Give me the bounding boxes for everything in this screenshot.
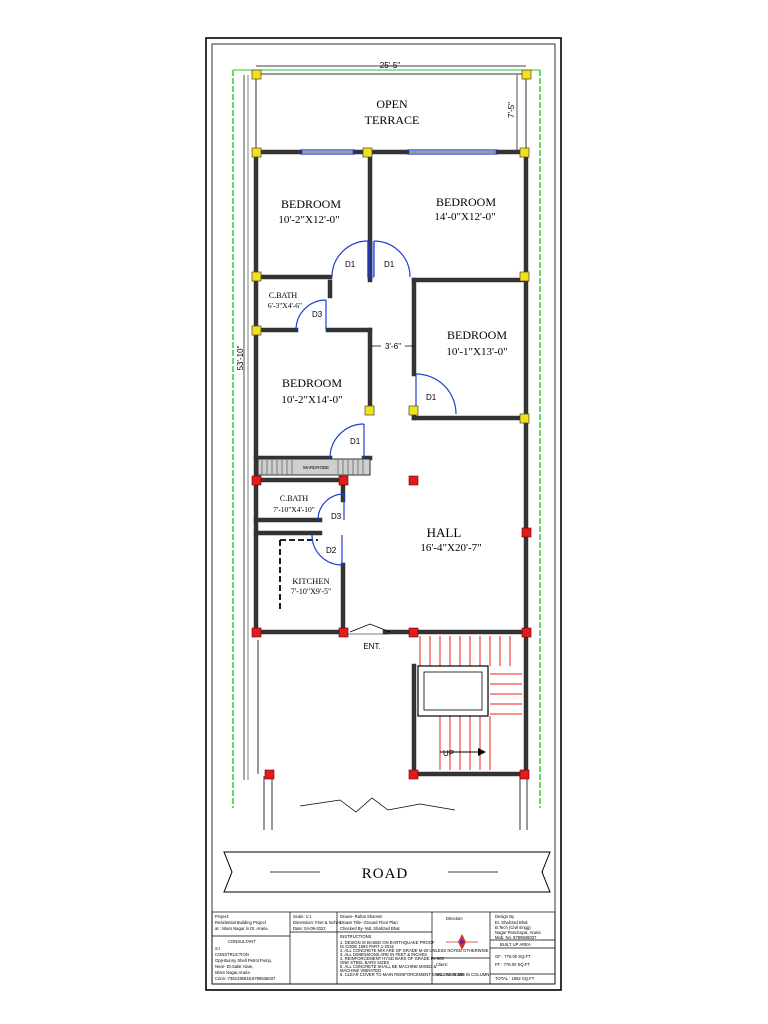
sheet-outer-border (205, 37, 562, 991)
width-dimension: 25'-5" (380, 61, 401, 70)
stair-treads (419, 636, 522, 770)
wardrobe (257, 458, 371, 476)
door-label-d1-d: D1 (350, 437, 361, 446)
built-up-head: BUILT UP AREA (500, 942, 531, 947)
door-label-d1-a: D1 (345, 260, 356, 269)
wardrobe-hatch (261, 460, 364, 474)
design-line1: Er. Shahzad Bhat (495, 920, 528, 925)
instr-9: 6. CLEAR COVER TO MAIN REINFORCEMENT SHA… (340, 972, 489, 977)
road-banner (223, 851, 551, 893)
kitchen-counter (279, 539, 318, 612)
instr-5: 4. REINFORCEMENT HYSD BARS OF GRADE Fe-5… (340, 956, 445, 961)
consultant-org1: S.I (215, 946, 220, 951)
cbath-upper-name: C.BATH (269, 291, 297, 300)
terrace-label-1: OPEN (376, 97, 408, 111)
consultant-head: CONSULTANT (228, 939, 256, 944)
cbath-lower-size: 7'-10"X4'-10" (273, 505, 315, 514)
sheet-inner-border (211, 43, 556, 985)
instr-8: MACHINE VIBRATED (340, 968, 381, 973)
columns-yellow (251, 69, 532, 424)
door-label-d2: D2 (326, 546, 337, 555)
project-head: Project: (215, 914, 229, 919)
columns-red (251, 475, 532, 780)
bedroom-top-left-size: 10'-2"X12'-0" (278, 214, 339, 226)
bedroom-top-right-name: BEDROOM (436, 195, 496, 209)
cbath-lower-name: C.BATH (280, 494, 308, 503)
bedroom-mid-right-name: BEDROOM (447, 328, 507, 342)
road-label: ROAD (362, 866, 409, 882)
design-line3: Nagar Panchayat, Araria (495, 930, 541, 935)
bedroom-top-left-name: BEDROOM (281, 197, 341, 211)
terrace-label-2: TERRACE (365, 113, 420, 127)
instr-3: 2. ALL CONCRETE MIX ARE OF GRADE M-20 UN… (340, 948, 489, 953)
door-label-d3-b: D3 (331, 512, 342, 521)
bedroom-top-right-size: 14'-0"X12'-0" (434, 211, 495, 223)
instr-7: 5. ALL CONCRETE SHALL BE MACHINE MIXED & (340, 964, 436, 969)
instr-2: IS CODE 1893 PART 1-2016 (340, 944, 394, 949)
gf-area: GF : 776.00 SQ.FT (495, 954, 531, 959)
checked-text: Checked By- Md. Shahzad Bhat (340, 926, 400, 931)
passage-dimension: 3'-6" (385, 342, 401, 351)
cbath-upper-size: 6'-3"X4'-6" (268, 301, 302, 310)
design-line2: B.Tech (Civil Engg) (495, 925, 531, 930)
consultant-addr2: Near- Dr.Sabir Alam, (215, 964, 253, 969)
dimension-text: Dimension: Feet & Inches (293, 920, 341, 925)
door-label-d1-b: D1 (384, 260, 395, 269)
consultant-addr3: Islam Nagar,Araria (215, 970, 250, 975)
date-text: Date: 04-09-2022 (293, 926, 326, 931)
gate-zigzag (299, 797, 456, 813)
terrace-dimension: 7'-5" (507, 102, 516, 118)
consultant-contact: Conn:-7352436818,8789636037 (215, 976, 276, 981)
instr-6: ONE STEEL BARS SIZES (340, 960, 389, 965)
direction-head: Direction (446, 916, 463, 921)
passage-dimension-bg (381, 340, 405, 351)
door-label-d3-a: D3 (312, 310, 323, 319)
project-line1: Residential Building Project (215, 920, 267, 925)
door-frame-center (367, 241, 374, 279)
ff-area: FF : 776.00 SQ.FT (495, 962, 530, 967)
instr-1: 1. DESIGN IS BASED ON EARTHQUAKE PROOF (340, 940, 435, 945)
stair-landing (417, 665, 489, 717)
consultant-org2: CONSTRUCTION (215, 952, 249, 957)
entrance-label: ENT. (363, 642, 380, 651)
design-line4: Mob. No. 8789636037 (495, 935, 537, 940)
consultant-addr1: Opp-Bunny Shell Petrol Pump, (215, 958, 272, 963)
drawing-title-text: Drawn Title- Ground Floor Plan (340, 920, 398, 925)
client-head: Client: (436, 962, 448, 967)
instructions-head: INSTRUCTIONS (340, 934, 372, 939)
kitchen-size: 7'-10"X9'-5" (291, 587, 332, 596)
windows (300, 149, 498, 155)
door-label-d1-c: D1 (426, 393, 437, 402)
title-block-frame (211, 911, 556, 985)
bedroom-mid-left-size: 10'-2"X14'-0" (281, 394, 342, 406)
instr-4: 3. ALL DIMENSIONS ARE IN FEET & INCHES (340, 952, 427, 957)
stair-well (423, 671, 483, 711)
plot-boundary (232, 70, 541, 808)
drawn-text: Drawn- Rahat Shamim (340, 914, 383, 919)
title-block-text: Project: Residential Building Project at… (215, 914, 541, 981)
entrance-step (349, 623, 391, 633)
hall-name: HALL (427, 525, 462, 540)
hall-size: 16'-4"X20'-7" (420, 542, 481, 554)
bedroom-mid-left-name: BEDROOM (282, 376, 342, 390)
project-line2: at : Islam Nagar in Dt. Araria (215, 926, 268, 931)
north-arrow-icon (446, 934, 478, 950)
stair-up-label: UP (443, 749, 454, 758)
scale-text: Scale: 1:1 (293, 914, 312, 919)
total-area: TOTAL : 1552 SQ.FT (495, 976, 535, 981)
stair-arrow-head (478, 748, 486, 756)
design-head: Design By (495, 914, 515, 919)
wardrobe-label: WARDROBE (303, 465, 329, 470)
depth-dimension: 53'-10" (236, 345, 245, 370)
boundary-posts (257, 640, 528, 830)
kitchen-name: KITCHEN (292, 576, 329, 586)
bedroom-mid-right-size: 10'-1"X13'-0" (446, 346, 507, 358)
client-name: MD YASIN .SB (436, 972, 464, 977)
